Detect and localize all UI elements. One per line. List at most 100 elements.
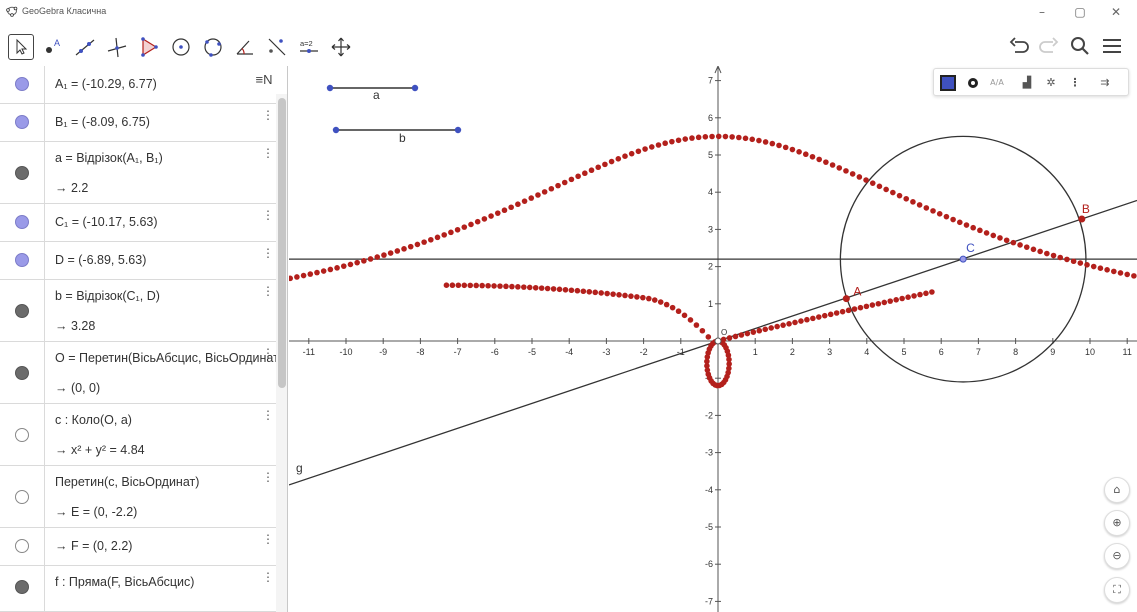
fullscreen-button[interactable]: ⛶ bbox=[1104, 577, 1130, 603]
row-options-icon[interactable]: ⋮ bbox=[262, 470, 274, 484]
main-menu-button[interactable] bbox=[1098, 32, 1126, 60]
row-options-icon[interactable]: ⋮ bbox=[262, 532, 274, 546]
algebra-definition[interactable]: O = Перетин(ВісьАбсцис, ВісьОрдинат) bbox=[55, 351, 283, 365]
origin-point[interactable] bbox=[714, 337, 722, 345]
algebra-definition[interactable]: D = (-6.89, 5.63) bbox=[55, 253, 147, 267]
visibility-toggle-icon[interactable] bbox=[15, 580, 29, 594]
algebra-row[interactable]: D = (-6.89, 5.63) ⋮ bbox=[0, 242, 276, 280]
algebra-definition[interactable]: f : Пряма(F, ВісьАбсцис) bbox=[55, 575, 195, 589]
point-C[interactable] bbox=[959, 255, 967, 263]
algebra-row[interactable]: C₁ = (-10.17, 5.63) ⋮ bbox=[0, 204, 276, 242]
algebra-row[interactable]: c : Коло(O, a)→ x² + y² = 4.84⋮ bbox=[0, 404, 276, 466]
polygon-tool-button[interactable] bbox=[136, 34, 162, 60]
angle-tool-button[interactable] bbox=[232, 34, 258, 60]
visibility-toggle-icon[interactable] bbox=[15, 77, 29, 91]
visibility-toggle-icon[interactable] bbox=[15, 428, 29, 442]
line-tool-button[interactable] bbox=[72, 34, 98, 60]
algebra-definition[interactable]: A₁ = (-10.29, 6.77) bbox=[55, 77, 157, 91]
undo-button[interactable] bbox=[1006, 32, 1034, 60]
gear-icon[interactable]: ✲ bbox=[1046, 76, 1056, 89]
x-tick-label: -4 bbox=[565, 347, 573, 357]
row-options-icon[interactable]: ⋮ bbox=[262, 146, 274, 160]
more-options-icon[interactable]: ⋮ bbox=[1069, 76, 1081, 89]
home-button[interactable]: ⌂ bbox=[1104, 477, 1130, 503]
point-style-button[interactable] bbox=[962, 72, 984, 94]
visibility-toggle-icon[interactable] bbox=[15, 304, 29, 318]
locus-point bbox=[977, 227, 983, 234]
move-graphics-view-tool-button[interactable] bbox=[328, 34, 354, 60]
algebra-definition[interactable]: B₁ = (-8.09, 6.75) bbox=[55, 115, 150, 129]
slider-tool-button[interactable]: a=2 bbox=[296, 34, 322, 60]
visibility-toggle-icon[interactable] bbox=[15, 539, 29, 553]
locus-point bbox=[574, 287, 581, 294]
algebra-value: → 3.28 bbox=[55, 319, 96, 333]
algebra-definition[interactable]: C₁ = (-10.17, 5.63) bbox=[55, 215, 158, 229]
locus-point bbox=[750, 329, 757, 335]
lock-icon[interactable]: ▟ bbox=[1022, 76, 1032, 89]
circle-tool-button[interactable] bbox=[168, 34, 194, 60]
algebra-row[interactable]: B₁ = (-8.09, 6.75) ⋮ bbox=[0, 104, 276, 142]
algebra-menu-icon[interactable]: ≡N bbox=[252, 66, 276, 94]
locus-point bbox=[827, 311, 834, 318]
point-A[interactable] bbox=[842, 295, 850, 303]
minimize-button[interactable]: – bbox=[1039, 5, 1045, 19]
row-options-icon[interactable]: ⋮ bbox=[262, 208, 274, 222]
algebra-row[interactable]: a = Відрізок(A₁, B₁)→ 2.2⋮ bbox=[0, 142, 276, 204]
visibility-toggle-icon[interactable] bbox=[15, 115, 29, 129]
locus-point bbox=[503, 283, 509, 290]
move-tool-button[interactable] bbox=[8, 34, 34, 60]
algebra-row[interactable]: f : Пряма(F, ВісьАбсцис) ⋮ bbox=[0, 566, 276, 612]
menu-icon bbox=[1103, 39, 1121, 53]
visibility-toggle-icon[interactable] bbox=[15, 490, 29, 504]
row-options-icon[interactable]: ⋮ bbox=[262, 570, 274, 584]
conic-tool-button[interactable] bbox=[200, 34, 226, 60]
toggle-style-bar-icon[interactable]: ⇉ bbox=[1100, 76, 1110, 89]
zoom-out-button[interactable]: ⊖ bbox=[1104, 543, 1130, 569]
locus-point bbox=[628, 293, 634, 299]
segment-b-end[interactable] bbox=[454, 126, 462, 134]
row-options-icon[interactable]: ⋮ bbox=[262, 408, 274, 422]
algebra-row[interactable]: → F = (0, 2.2) ⋮ bbox=[0, 528, 276, 566]
search-button[interactable] bbox=[1066, 32, 1094, 60]
row-options-icon[interactable]: ⋮ bbox=[262, 346, 274, 360]
point-tool-button[interactable]: A bbox=[40, 34, 66, 60]
circle-c[interactable] bbox=[839, 135, 1087, 383]
segment-a-start[interactable] bbox=[326, 84, 334, 92]
algebra-row[interactable]: b = Відрізок(C₁, D) → 3.28 ⋮ bbox=[0, 280, 276, 342]
point-B[interactable] bbox=[1078, 215, 1086, 223]
locus-point bbox=[875, 300, 882, 307]
perpendicular-line-tool-button[interactable] bbox=[104, 34, 130, 60]
segment-a-end[interactable] bbox=[411, 84, 419, 92]
algebra-scrollbar[interactable] bbox=[276, 94, 287, 612]
zoom-in-button[interactable]: ⊕ bbox=[1104, 510, 1130, 536]
algebra-row[interactable]: A₁ = (-10.29, 6.77) bbox=[0, 66, 276, 104]
locus-point bbox=[663, 301, 670, 308]
y-tick-label: -5 bbox=[705, 522, 713, 532]
segment-b-start[interactable] bbox=[332, 126, 340, 134]
visibility-toggle-icon[interactable] bbox=[15, 215, 29, 229]
locus-point bbox=[434, 234, 441, 241]
algebra-row[interactable]: O = Перетин(ВісьАбсцис, ВісьОрдинат)→ (0… bbox=[0, 342, 283, 404]
row-options-icon[interactable]: ⋮ bbox=[262, 108, 274, 122]
algebra-definition[interactable]: → F = (0, 2.2) bbox=[55, 539, 133, 553]
label-style-icon[interactable]: A/A bbox=[990, 78, 1004, 87]
row-options-icon[interactable]: ⋮ bbox=[262, 284, 274, 298]
algebra-definition[interactable]: c : Коло(O, a) bbox=[55, 413, 132, 427]
maximize-button[interactable]: ▢ bbox=[1074, 5, 1086, 19]
color-button[interactable] bbox=[937, 72, 959, 94]
redo-button[interactable] bbox=[1034, 32, 1062, 60]
algebra-row[interactable]: Перетин(c, ВісьОрдинат)→ E = (0, -2.2)⋮ bbox=[0, 466, 276, 528]
algebra-definition[interactable]: Перетин(c, ВісьОрдинат) bbox=[55, 475, 200, 489]
close-button[interactable]: ✕ bbox=[1110, 5, 1122, 19]
row-options-icon[interactable]: ⋮ bbox=[262, 246, 274, 260]
locus-point bbox=[856, 174, 863, 180]
visibility-toggle-icon[interactable] bbox=[15, 166, 29, 180]
reflect-tool-button[interactable] bbox=[264, 34, 290, 60]
algebra-definition[interactable]: a = Відрізок(A₁, B₁) bbox=[55, 151, 163, 165]
visibility-toggle-icon[interactable] bbox=[15, 366, 29, 380]
visibility-toggle-icon[interactable] bbox=[15, 253, 29, 267]
scrollbar-thumb[interactable] bbox=[278, 98, 286, 388]
algebra-definition[interactable]: b = Відрізок(C₁, D) bbox=[55, 289, 160, 303]
